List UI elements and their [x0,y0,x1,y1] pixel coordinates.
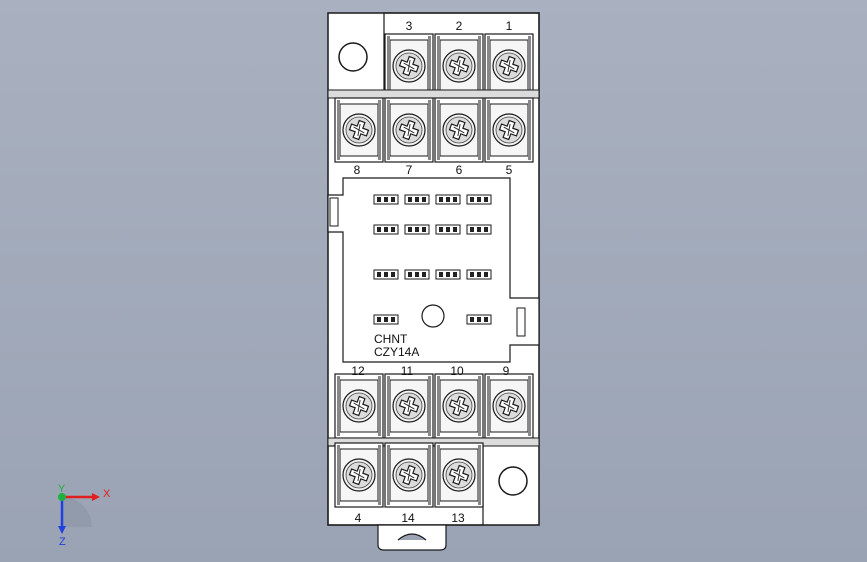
screw-terminal-7[interactable] [392,113,426,147]
model-text: CZY14A [374,345,419,359]
screw-terminal-1[interactable] [492,49,526,83]
terminal-label-3: 3 [406,19,413,33]
screw-terminal-2[interactable] [442,49,476,83]
screw-terminal-4[interactable] [342,458,376,492]
terminal-label-8: 8 [354,163,361,177]
terminal-label-2: 2 [456,19,463,33]
screw-terminal-9[interactable] [492,389,526,423]
terminal-label-5: 5 [506,163,513,177]
terminal-row-third [327,373,540,447]
terminal-label-13: 13 [451,511,465,525]
terminal-label-7: 7 [406,163,413,177]
terminal-label-6: 6 [456,163,463,177]
screw-terminal-10[interactable] [442,389,476,423]
relay-socket: CHNT CZY14A 3 2 [327,12,540,551]
screw-terminal-12[interactable] [342,389,376,423]
screw-terminal-13[interactable] [442,458,476,492]
mounting-hole-top [338,42,368,72]
terminal-label-9: 9 [503,364,510,378]
screw-terminal-3[interactable] [392,49,426,83]
mounting-hole-bottom [498,466,528,496]
terminal-label-10: 10 [450,364,464,378]
din-clip [377,524,447,551]
terminal-label-11: 11 [401,364,414,378]
screw-terminal-14[interactable] [392,458,426,492]
screw-terminal-6[interactable] [442,113,476,147]
terminal-label-14: 14 [401,511,415,525]
axis-x-label: X [103,488,111,500]
terminal-label-12: 12 [351,364,365,378]
brand-text: CHNT [374,332,408,346]
terminal-label-1: 1 [506,19,513,33]
center-hole [421,304,445,328]
screw-terminal-5[interactable] [492,113,526,147]
coordinate-triad: X Y Z [58,483,111,548]
center-plate: CHNT CZY14A [327,177,540,363]
axis-z-label: Z [59,536,66,548]
screw-terminal-8[interactable] [342,113,376,147]
screw-terminal-11[interactable] [392,389,426,423]
terminal-label-4: 4 [355,511,362,525]
axis-y-label: Y [58,483,66,495]
